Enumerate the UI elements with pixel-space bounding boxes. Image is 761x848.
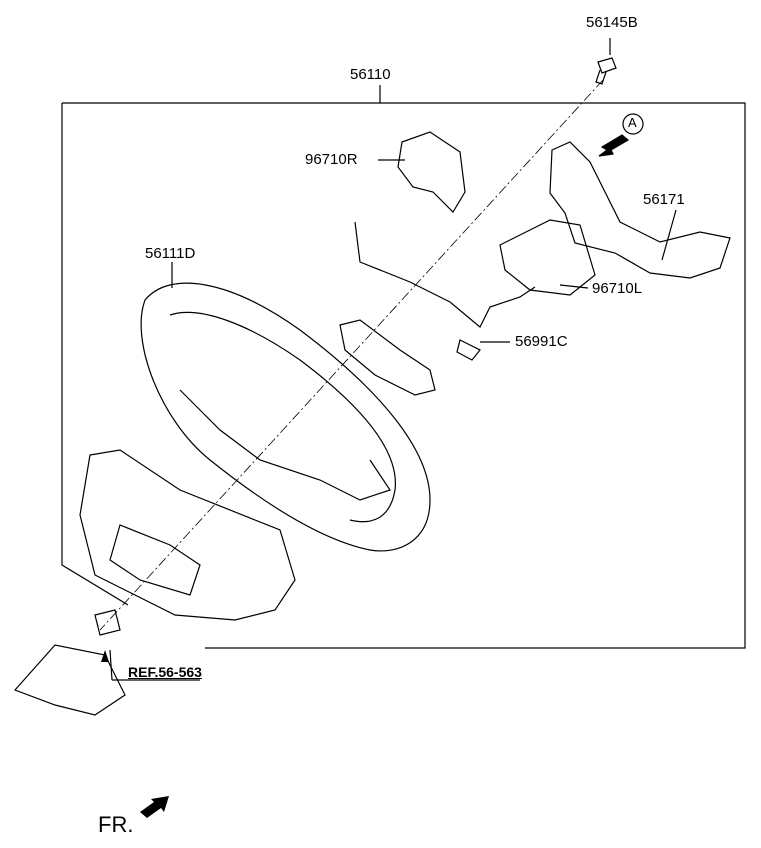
label-bolt: 56145B bbox=[586, 14, 638, 31]
switch-96710L bbox=[499, 219, 596, 296]
label-switch-right: 96710R bbox=[305, 151, 358, 168]
label-cover: 56171 bbox=[643, 191, 685, 208]
label-switch-left: 96710L bbox=[592, 280, 643, 297]
steering-column bbox=[13, 609, 126, 716]
label-assembly: 56110 bbox=[350, 66, 391, 83]
steering-wheel-56111D bbox=[140, 282, 431, 552]
bolt-56145B bbox=[595, 57, 617, 85]
label-view-marker: A bbox=[628, 115, 637, 130]
assembly-frame bbox=[61, 102, 746, 649]
label-front: FR. bbox=[98, 812, 134, 837]
lower-cover bbox=[79, 449, 296, 621]
harness-56991C bbox=[354, 221, 536, 361]
switch-96710R bbox=[397, 131, 466, 213]
label-wheel: 56111D bbox=[145, 245, 196, 262]
front-arrow-icon bbox=[140, 796, 169, 818]
label-reference[interactable]: REF.56-563 bbox=[128, 664, 202, 680]
cover-56171 bbox=[549, 141, 731, 279]
label-harness: 56991C bbox=[515, 333, 568, 350]
